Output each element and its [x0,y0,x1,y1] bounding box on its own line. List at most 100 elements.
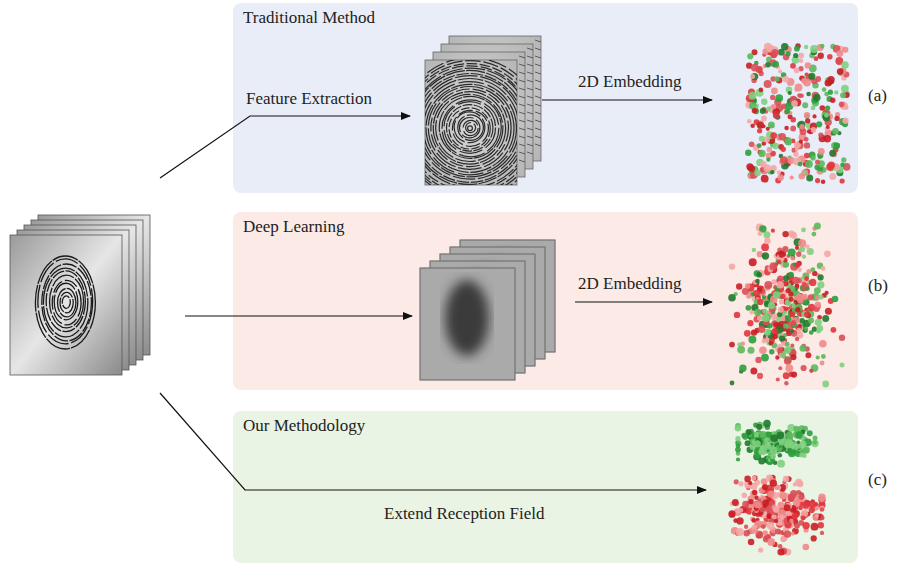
scatter-dot [778,70,782,74]
panel-tag: (c) [866,470,889,490]
scatter-dot [798,162,803,167]
ridge [425,78,517,176]
ridge-edge [527,72,533,74]
scatter-dot [762,252,769,259]
scatter-dot [804,448,809,453]
scatter-dot [829,150,836,157]
scatter-dot [824,113,829,118]
ridge-edge [527,104,533,106]
ridge-edge [519,96,525,98]
scatter-dot [805,62,811,68]
scatter-dot [778,321,784,327]
scatter-dot [822,381,829,388]
scatter-dot [752,108,757,113]
scatter-dot [778,174,784,180]
scatter-dot [804,276,809,281]
scatter-dot [755,357,761,363]
scatter-dot [807,430,813,436]
scatter-dot [777,259,782,264]
ridge [50,275,84,328]
ridge-edge [535,56,541,58]
scatter-dot [750,368,757,375]
scatter-dot [752,476,757,481]
scatter-dot [744,476,751,483]
scatter-dot [815,76,821,82]
scatter-dot [839,335,845,341]
scatter-dot [754,170,760,176]
scatter-dot [755,454,760,459]
scatter-dot [778,531,782,535]
scatter-dot [795,308,800,313]
scatter-dot [771,104,776,109]
scatter-dot [809,330,814,335]
scatter-dot [737,346,745,354]
arrows [160,100,712,490]
scatter-dot [844,105,849,110]
scatter-dot [758,457,765,464]
scatter-dot [760,108,766,114]
scatter-dot [842,118,848,124]
scatter-dot [797,481,803,487]
scatter-dot [806,92,811,97]
scatter-dot [754,309,761,316]
scatter-dot [757,373,763,379]
arrow-label: 2D Embedding [576,72,683,92]
scatter-dot [777,347,783,353]
scatter-dot [762,484,768,490]
scatter-dot [749,92,757,100]
ridge-edge [535,120,541,122]
scatter-dot [772,334,777,339]
ridge-edge [535,96,541,98]
scatter-dot [774,519,778,523]
scatter-dot [775,355,779,359]
scatter-dot [790,63,796,69]
scatter-dot [796,252,801,257]
scatter-dot [810,267,815,272]
scatter-dot [798,239,806,247]
ridge [43,268,87,337]
ridge-edge [519,144,525,146]
scatter-dot [781,147,786,152]
panel-tag: (b) [866,276,890,296]
scatter-dot [811,127,817,133]
scatter-dot [813,435,818,440]
scatter-dot [784,126,789,131]
ridge-edge [519,152,525,154]
scatter-dot [821,354,826,359]
scatter-dot [831,327,837,333]
scatter-dot [777,460,785,468]
scatter-dot [781,43,788,50]
scatter-dot [802,102,808,108]
scatter-dot [746,293,751,298]
ridge-edge [519,72,525,74]
ridge-edge [535,144,541,146]
scatter-dot [776,431,784,439]
arrow [542,99,712,100]
scatter-dot [752,525,757,530]
scatter-dot [811,523,819,531]
ridge-edge [527,144,533,146]
ridge [425,73,517,182]
scatter-dot [754,501,761,508]
scatter-dot [758,532,763,537]
fingerprint-ridges [35,256,95,349]
scatter-dot [767,491,774,498]
scatter-dot [758,548,763,553]
scatter-dot [760,431,767,438]
scatter-dot [805,352,811,358]
scatter-dot [748,499,753,504]
scatter-dot [826,125,830,129]
scatter-dot [779,252,785,258]
arrow [160,116,410,178]
scatter-dot [807,129,811,133]
ridge-edge [527,152,533,154]
ridge-edge [527,80,533,82]
scatter-dot [822,87,827,92]
scatter-dot [836,50,843,57]
scatter-dot [829,173,836,180]
scatter-dot [802,454,807,459]
scatter-dot [741,342,745,346]
ridge [54,283,78,320]
scatter-dot [735,447,741,453]
scatter-dot [811,155,816,160]
